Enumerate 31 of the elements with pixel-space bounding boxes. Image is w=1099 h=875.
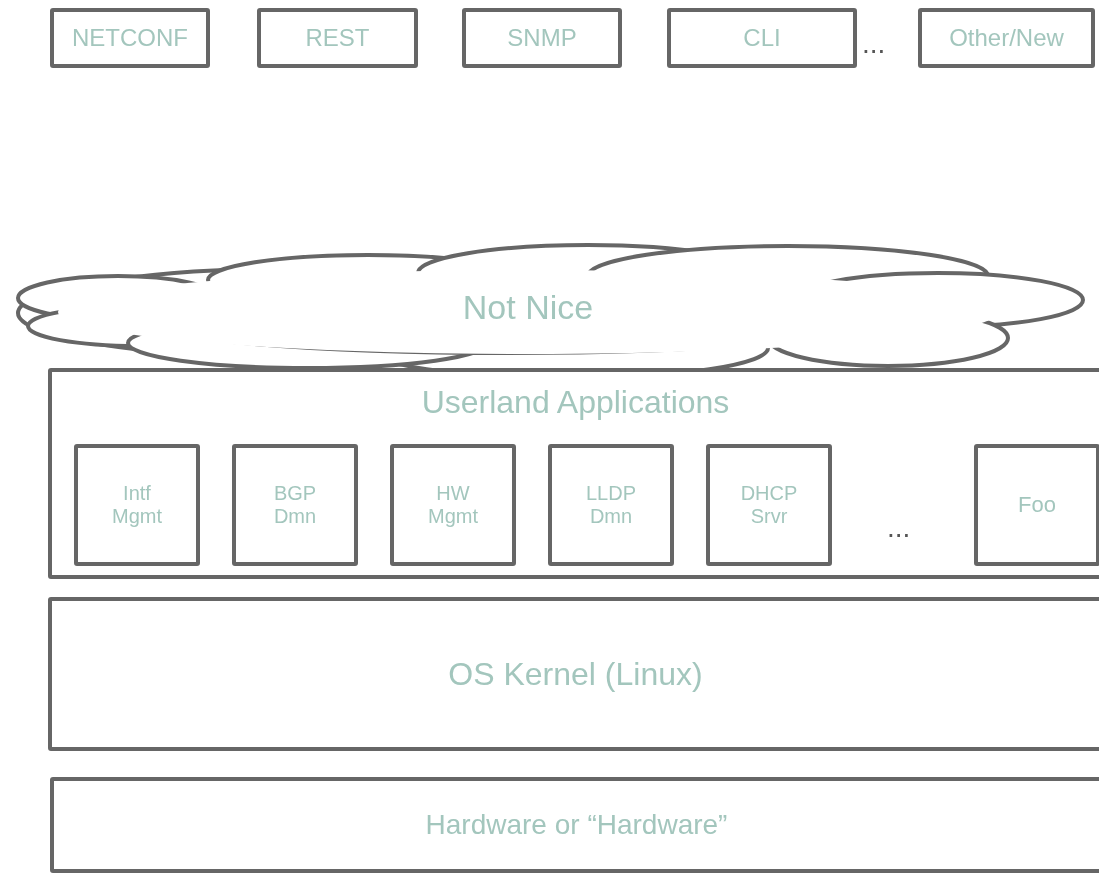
protocol-box <box>462 8 622 68</box>
application-box <box>548 444 674 566</box>
application-label: DHCP Srvr <box>739 482 799 528</box>
layer-box <box>48 597 1099 751</box>
application-box <box>390 444 516 566</box>
protocol-box <box>918 8 1095 68</box>
application-box <box>232 444 358 566</box>
panel-title: Userland Applications <box>421 384 730 421</box>
application-label: BGP Dmn <box>272 482 318 528</box>
protocol-label: NETCONF <box>72 24 188 52</box>
ellipsis-mark: ... <box>887 512 911 544</box>
application-label: Intf Mgmt <box>111 482 163 528</box>
application-box <box>706 444 832 566</box>
protocol-label: Other/New <box>949 24 1064 52</box>
application-label: Foo <box>1017 492 1057 518</box>
application-box <box>974 444 1099 566</box>
application-box <box>74 444 200 566</box>
application-label: LLDP Dmn <box>585 482 637 528</box>
protocol-label: REST <box>305 24 370 52</box>
protocol-box <box>257 8 418 68</box>
layer-box <box>50 777 1099 873</box>
protocol-box <box>667 8 857 68</box>
protocol-label: SNMP <box>507 24 577 52</box>
ellipsis-mark: ... <box>862 28 886 60</box>
layer-label: OS Kernel (Linux) <box>448 655 703 693</box>
application-label: HW Mgmt <box>427 482 479 528</box>
layer-label: Hardware or “Hardware” <box>425 809 728 841</box>
protocol-label: CLI <box>743 24 781 52</box>
cloud-label: Not Nice <box>461 288 595 327</box>
layer-panel <box>48 368 1099 579</box>
protocol-box <box>50 8 210 68</box>
